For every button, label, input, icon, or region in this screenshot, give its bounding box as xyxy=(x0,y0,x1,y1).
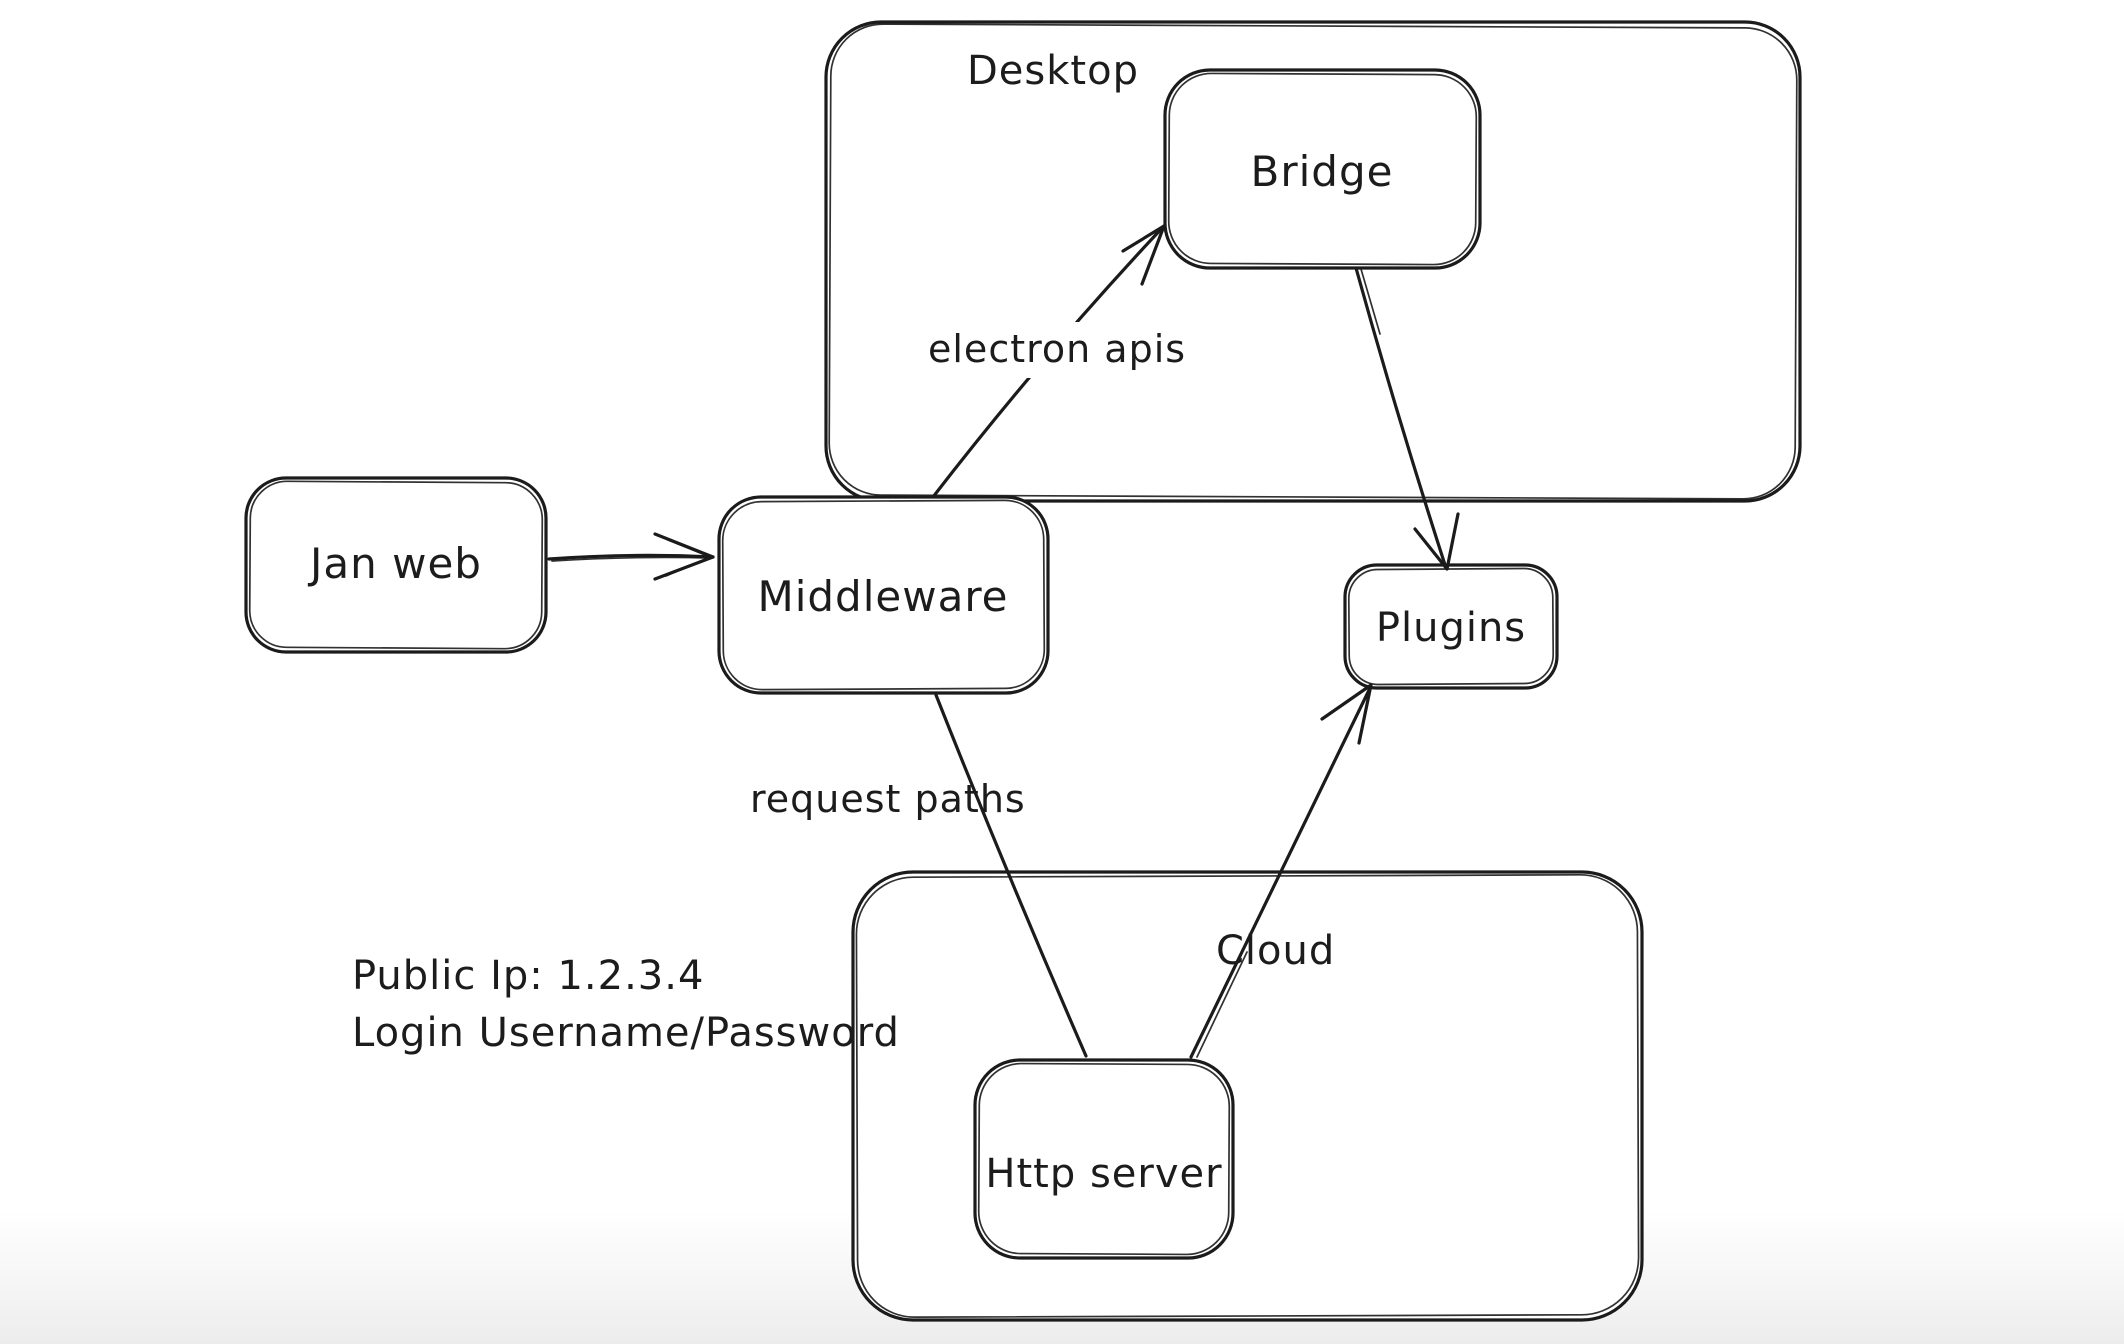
node-http-server-label: Http server xyxy=(985,1151,1223,1197)
edge-middleware-to-http-server[interactable] xyxy=(934,693,1088,1058)
container-desktop-label: Desktop xyxy=(967,48,1139,94)
annotation-public-ip-line: Public Ip: 1.2.3.4 xyxy=(352,953,705,999)
node-middleware-label: Middleware xyxy=(757,571,1009,621)
edge-jan-web-to-middleware[interactable] xyxy=(547,553,715,562)
node-jan-web-box[interactable] xyxy=(244,476,548,654)
node-jan-web-label: Jan web xyxy=(310,538,482,588)
edge-label-electron-apis: electron apis xyxy=(916,322,1199,378)
edge-label-request-paths: request paths xyxy=(750,777,1026,821)
node-plugins-box[interactable] xyxy=(1343,563,1559,690)
node-plugins-label: Plugins xyxy=(1375,605,1527,651)
annotation-login-line: Login Username/Password xyxy=(352,1010,900,1056)
node-middleware-box[interactable] xyxy=(717,495,1050,695)
node-http-server-box[interactable] xyxy=(973,1058,1235,1260)
edge-bridge-to-plugins[interactable] xyxy=(1354,266,1448,570)
node-bridge-box[interactable] xyxy=(1163,68,1482,270)
node-bridge-label: Bridge xyxy=(1250,146,1394,196)
container-cloud-label: Cloud xyxy=(1216,928,1336,974)
edge-http-server-to-plugins[interactable] xyxy=(1189,684,1373,1059)
arrowhead-jan-web-to-middleware xyxy=(653,532,715,581)
arrowhead-middleware-to-bridge xyxy=(1121,224,1166,286)
arrowhead-bridge-to-plugins xyxy=(1413,512,1460,571)
arrowhead-http-server-to-plugins xyxy=(1320,683,1373,745)
annotation-credentials: Public Ip: 1.2.3.4 Login Username/Passwo… xyxy=(352,948,900,1062)
